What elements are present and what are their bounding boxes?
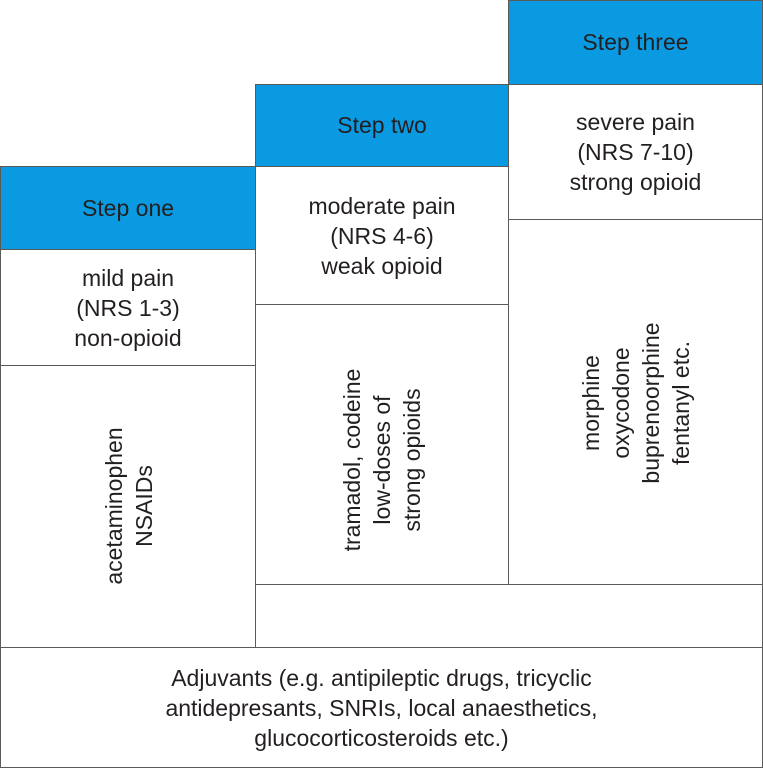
step-one-pain-level: mild pain bbox=[81, 264, 175, 291]
step-two-analgesic-class: weak opioid bbox=[321, 252, 443, 279]
step-two-description: moderate pain (NRS 4-6) weak opioid bbox=[255, 166, 509, 305]
step-three-pain-level: severe pain bbox=[576, 109, 695, 135]
step-one-drug-2: NSAIDs bbox=[131, 465, 157, 547]
step-one-drugs-text: acetaminophen NSAIDs bbox=[99, 427, 159, 584]
step-three-drug-2: oxycodone bbox=[608, 347, 634, 459]
step-three-drug-4: fentanyl etc. bbox=[668, 340, 694, 466]
step-two-nrs-range: (NRS 4-6) bbox=[330, 222, 434, 249]
step-three-drug-1: morphine bbox=[578, 355, 604, 451]
step-one-header: Step one bbox=[0, 166, 256, 250]
step-two-drug-3: strong opioids bbox=[399, 388, 425, 532]
step-three-analgesic-class: strong opioid bbox=[569, 169, 702, 195]
step-two-header: Step two bbox=[255, 84, 509, 167]
step-one-drugs: acetaminophen NSAIDs bbox=[0, 365, 256, 648]
step-two-title: Step two bbox=[337, 112, 427, 138]
adjuvants-line-1: Adjuvants (e.g. antipileptic drugs, tric… bbox=[171, 664, 592, 691]
step-three-nrs-range: (NRS 7-10) bbox=[577, 139, 694, 165]
step-two-drugs: tramadol, codeine low-doses of strong op… bbox=[255, 304, 509, 585]
step-three-drugs: morphine oxycodone buprenoorphine fentan… bbox=[508, 219, 763, 585]
step-two-pain-level: moderate pain bbox=[308, 192, 456, 219]
step-three-title: Step three bbox=[582, 29, 689, 55]
adjuvants-line-2: antidepresants, SNRIs, local anaesthetic… bbox=[165, 694, 598, 721]
step-two-drug-1: tramadol, codeine bbox=[339, 368, 365, 552]
step-one-description: mild pain (NRS 1-3) non-opioid bbox=[0, 249, 256, 366]
step-three-description: severe pain (NRS 7-10) strong opioid bbox=[508, 84, 763, 220]
step-three-header: Step three bbox=[508, 0, 763, 85]
step-two-drugs-text: tramadol, codeine low-doses of strong op… bbox=[337, 369, 427, 552]
adjuvants-line-3: glucocorticosteroids etc.) bbox=[254, 724, 509, 751]
step-one-nrs-range: (NRS 1-3) bbox=[76, 294, 180, 321]
step-three-drugs-text: morphine oxycodone buprenoorphine fentan… bbox=[576, 322, 696, 483]
step-one-analgesic-class: non-opioid bbox=[74, 324, 182, 351]
step-one-drug-1: acetaminophen bbox=[101, 427, 127, 585]
step-two-drug-2: low-doses of bbox=[369, 395, 395, 525]
step-three-drug-3: buprenoorphine bbox=[638, 322, 664, 484]
step-one-title: Step one bbox=[81, 194, 175, 221]
adjuvants-box: Adjuvants (e.g. antipileptic drugs, tric… bbox=[0, 647, 763, 768]
